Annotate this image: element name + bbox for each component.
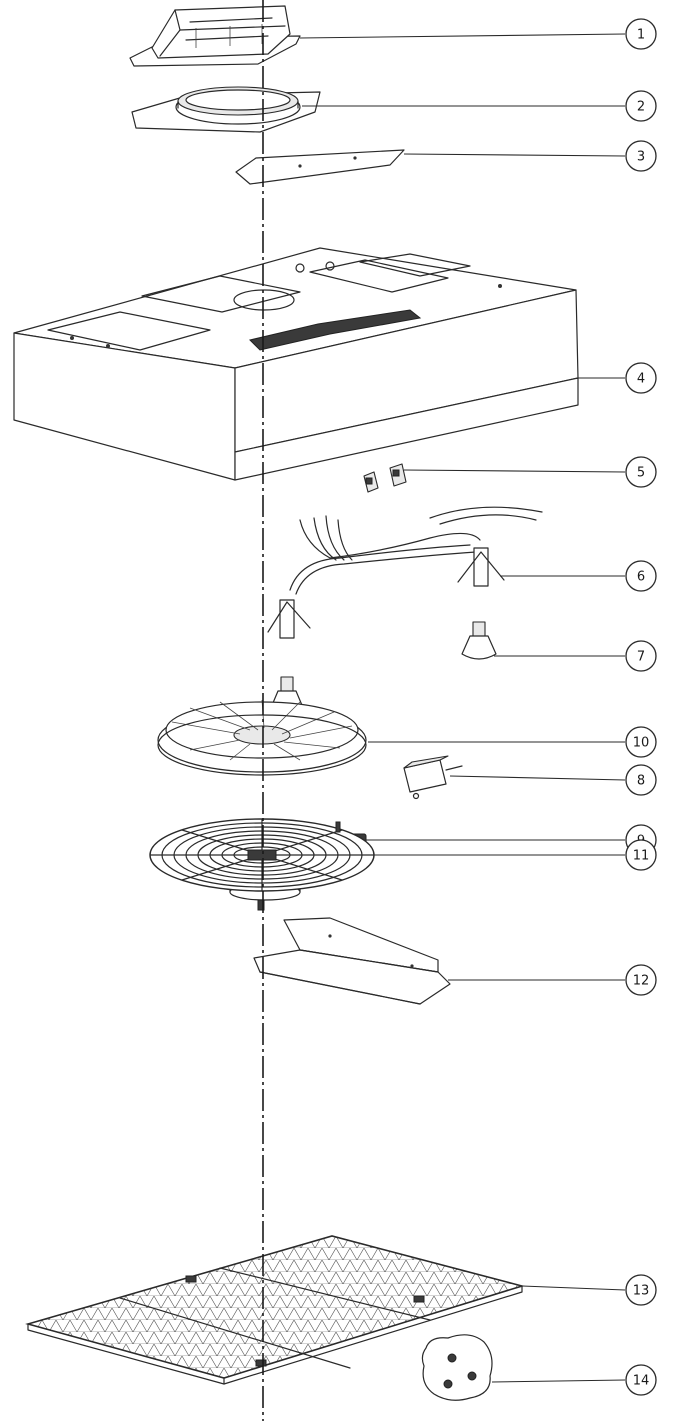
callout-13: 13 [625, 1274, 657, 1306]
callout-7: 7 [625, 640, 657, 672]
callout-10: 10 [625, 726, 657, 758]
part-lamp-wiring-harness [267, 506, 543, 639]
callout-label: 4 [637, 372, 645, 387]
callout-4: 4 [625, 362, 657, 394]
callout-label: 6 [637, 570, 645, 585]
part-mesh-filter [25, 1235, 525, 1385]
callout-8: 8 [625, 764, 657, 796]
part-bracket-plate [235, 149, 405, 185]
callout-11: 11 [625, 839, 657, 871]
callout-6: 6 [625, 560, 657, 592]
callout-3: 3 [625, 140, 657, 172]
part-hood-body [13, 247, 579, 481]
callout-label: 11 [633, 849, 650, 864]
callout-label: 12 [633, 974, 650, 989]
callout-label: 14 [633, 1374, 650, 1389]
callout-label: 7 [637, 650, 645, 665]
part-lamps [269, 621, 497, 716]
callout-label: 8 [637, 774, 645, 789]
part-duct-collar-plate [131, 86, 321, 133]
callout-label: 2 [637, 100, 645, 115]
callout-label: 10 [633, 736, 650, 751]
part-screw-bag [421, 1334, 493, 1401]
callout-label: 13 [633, 1284, 650, 1299]
callout-12: 12 [625, 964, 657, 996]
part-switch-clips [363, 463, 407, 493]
callout-14: 14 [625, 1364, 657, 1396]
callout-2: 2 [625, 90, 657, 122]
part-grease-tray [253, 917, 451, 1005]
leader-lines [299, 33, 626, 1383]
callout-5: 5 [625, 456, 657, 488]
callout-label: 1 [637, 28, 645, 43]
callout-1: 1 [625, 18, 657, 50]
part-blower-wheel [157, 699, 367, 776]
part-fan-guard [149, 818, 375, 892]
part-capacitor [403, 755, 463, 800]
callout-label: 5 [637, 466, 645, 481]
part-damper [129, 5, 301, 67]
callout-label: 3 [637, 150, 645, 165]
